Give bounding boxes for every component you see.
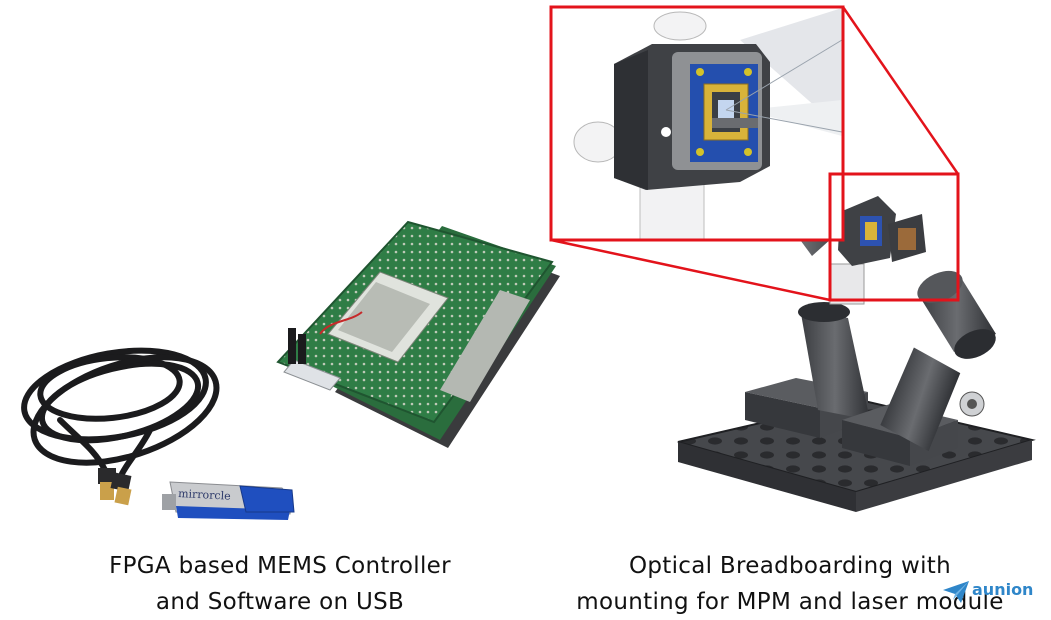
post-mount-right bbox=[842, 347, 961, 466]
usb-cable bbox=[21, 347, 220, 481]
usb-stick-brand: mirrorcle bbox=[178, 487, 231, 503]
caption-left-line1: FPGA based MEMS Controller bbox=[109, 553, 451, 579]
laser-module bbox=[917, 270, 996, 417]
mpm-mount-small bbox=[829, 196, 926, 305]
watermark: aunion bbox=[942, 580, 1047, 614]
caption-left-line2: and Software on USB bbox=[155, 589, 405, 615]
caption-right-line2: mounting for MPM and laser module bbox=[576, 589, 1004, 615]
post-mount-left bbox=[745, 302, 870, 438]
caption-optical-breadboarding: Optical Breadboarding with mounting for … bbox=[555, 548, 1025, 620]
fpga-board bbox=[276, 220, 560, 448]
usb-plug bbox=[98, 468, 132, 506]
caption-right-line1: Optical Breadboarding with bbox=[628, 553, 952, 579]
paper-plane-icon bbox=[943, 581, 969, 603]
usb-stick bbox=[162, 481, 295, 520]
zoom-callout bbox=[549, 5, 960, 302]
caption-fpga-controller: FPGA based MEMS Controller and Software … bbox=[45, 548, 515, 620]
watermark-text: aunion bbox=[972, 580, 1034, 599]
